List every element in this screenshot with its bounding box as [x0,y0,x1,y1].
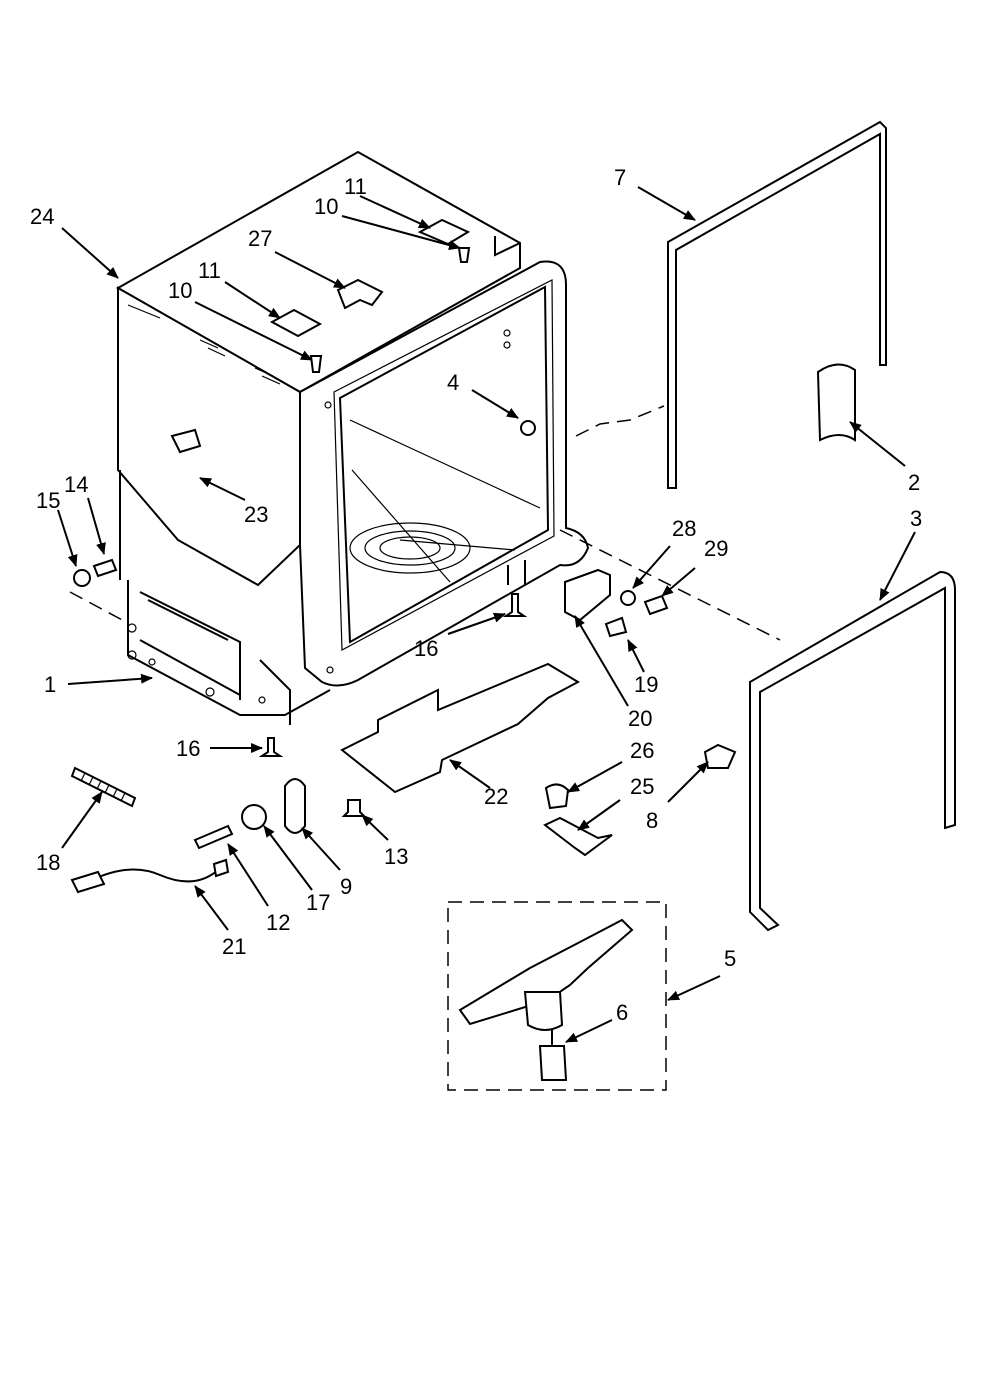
label-2: 2 [908,470,920,495]
vent-tube-2 [816,363,856,442]
label-11-top: 11 [344,174,367,199]
plate-22 [340,662,581,794]
label-21: 21 [222,934,246,959]
screw-19 [604,616,628,638]
door-gasket-3 [749,570,956,932]
gasket-top-7 [667,120,887,489]
bracket-11-top [417,218,471,246]
label-9: 9 [340,874,352,899]
part-26 [544,783,570,810]
bracket-11-left [269,308,323,338]
screw-12 [193,824,234,850]
label-28: 28 [672,516,696,541]
label-23: 23 [244,502,268,527]
nut-15 [73,569,91,587]
screw-10-top [457,247,471,263]
plug-4 [520,420,536,436]
label-18: 18 [36,850,60,875]
wheel-17 [241,804,267,830]
arm-assembly-5 [458,918,634,1026]
label-10-top: 10 [314,194,338,219]
label-19: 19 [634,672,658,697]
label-26: 26 [630,738,654,763]
label-20: 20 [628,706,652,731]
screw-10-left [309,355,323,373]
spring-18 [70,766,137,808]
screw-29 [643,594,669,616]
label-27: 27 [248,226,272,251]
label-17: 17 [306,890,330,915]
assembly-box-5 [447,901,667,1091]
washer-28 [620,590,636,606]
plug-23 [170,428,202,454]
label-1: 1 [44,672,56,697]
label-16-upper: 16 [414,636,438,661]
label-6: 6 [616,1000,628,1025]
label-14: 14 [64,472,88,497]
label-7: 7 [614,165,626,190]
label-29: 29 [704,536,728,561]
label-10-left: 10 [168,278,192,303]
bracket-20 [564,568,611,622]
label-24: 24 [30,204,54,229]
leader-lines [57,186,916,1043]
label-25: 25 [630,774,654,799]
label-12: 12 [266,910,290,935]
label-4: 4 [447,370,459,395]
label-13: 13 [384,844,408,869]
link-9 [284,778,306,834]
label-3: 3 [910,506,922,531]
label-11-left: 11 [198,258,221,283]
foot-13 [341,799,367,817]
tub-assembly [115,150,590,725]
part-8 [703,743,737,769]
foot-16-upper [502,593,528,617]
part-6 [538,1045,568,1081]
label-15: 15 [36,488,60,513]
part-25 [543,816,613,857]
label-5: 5 [724,946,736,971]
cable-21 [91,868,219,883]
clip-27 [336,278,384,310]
label-16-lower: 16 [176,736,200,761]
screw-14 [92,558,118,578]
foot-16-lower [258,737,284,757]
part-number-labels: 7 2 3 4 11 10 27 11 10 24 23 15 14 1 16 … [30,165,922,1025]
label-22: 22 [484,784,508,809]
label-8: 8 [646,808,658,833]
